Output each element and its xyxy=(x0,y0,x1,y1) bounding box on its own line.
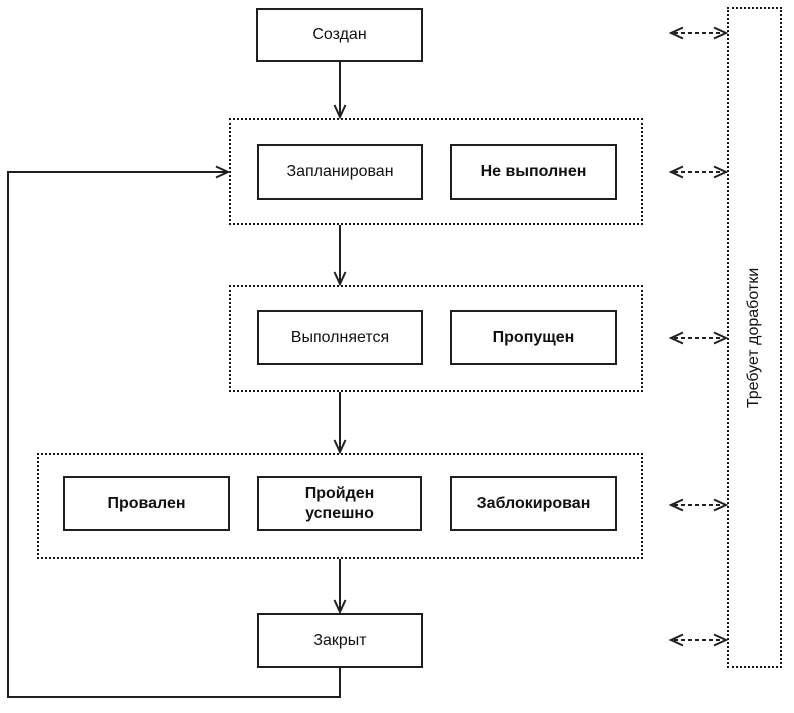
node-in-progress: Выполняется xyxy=(257,310,423,365)
node-created-label: Создан xyxy=(312,26,367,44)
node-failed-label: Провален xyxy=(107,494,186,512)
arrow-result-to-closed xyxy=(333,559,347,615)
node-skipped: Пропущен xyxy=(450,310,617,365)
needs-rework-band: Требует доработки xyxy=(727,7,782,668)
node-closed: Закрыт xyxy=(257,613,423,668)
arrow-closed-needs-rework xyxy=(668,633,729,647)
needs-rework-label: Требует доработки xyxy=(745,267,763,408)
node-not-executed-label: Не выполнен xyxy=(480,163,587,181)
node-closed-label: Закрыт xyxy=(313,631,367,649)
arrow-in-progress-to-result xyxy=(333,392,347,455)
arrow-created-needs-rework xyxy=(668,26,729,40)
node-failed: Провален xyxy=(63,476,230,531)
node-blocked-label: Заблокирован xyxy=(476,494,591,512)
node-planned-label: Запланирован xyxy=(286,163,394,181)
arrow-result-needs-rework xyxy=(668,498,729,512)
node-in-progress-label: Выполняется xyxy=(290,328,390,346)
node-created: Создан xyxy=(256,8,423,62)
node-skipped-label: Пропущен xyxy=(492,328,575,346)
arrow-planned-needs-rework xyxy=(668,165,729,179)
arrow-created-to-planned xyxy=(333,62,347,120)
node-blocked: Заблокирован xyxy=(450,476,617,531)
node-not-executed: Не выполнен xyxy=(450,144,617,200)
node-passed-label: Пройден успешно xyxy=(304,485,375,522)
arrow-planned-to-in-progress xyxy=(333,225,347,287)
node-planned: Запланирован xyxy=(257,144,423,200)
node-passed: Пройден успешно xyxy=(257,476,422,531)
arrow-in-progress-needs-rework xyxy=(668,331,729,345)
